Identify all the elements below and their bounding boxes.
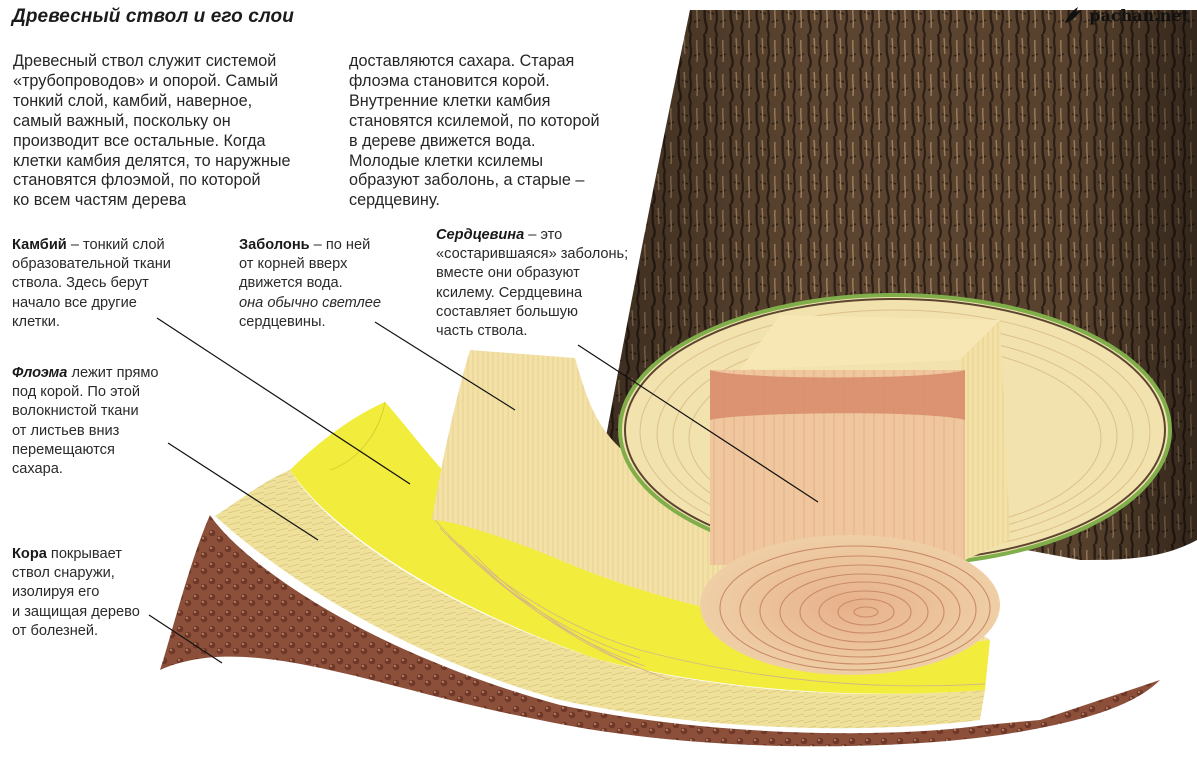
label-phloem-line: сахара. bbox=[12, 460, 159, 479]
label-phloem-line: перемещаются bbox=[12, 441, 159, 460]
label-bark-line: и защищая дерево bbox=[12, 603, 140, 622]
label-heartwood-text: вместе они образуют bbox=[436, 265, 580, 282]
label-bark-text: покрывает bbox=[46, 546, 122, 562]
label-heartwood-line: «состарившаяся» заболонь; bbox=[436, 245, 628, 264]
phloem-strip bbox=[215, 470, 985, 729]
heartwood-box-side bbox=[960, 320, 1010, 560]
label-sapwood-text: от корней вверх bbox=[239, 256, 348, 273]
label-sapwood-line: Заболонь – по ней bbox=[239, 236, 381, 255]
intro-col1-line: производит все остальные. Когда bbox=[13, 131, 266, 150]
label-cambium-line: начало все другие bbox=[12, 294, 171, 313]
label-bark-text: ствол снаружи, bbox=[12, 565, 115, 582]
label-sapwood-text: она обычно светлее bbox=[239, 294, 381, 311]
label-phloem-text: перемещаются bbox=[12, 441, 115, 458]
label-bark-line: Кора покрывает bbox=[12, 545, 140, 564]
intro-col2-line: Внутренние клетки камбия bbox=[349, 91, 551, 110]
intro-col2-line: образуют заболонь, а старые – bbox=[349, 171, 585, 190]
label-phloem-line: от листьев вниз bbox=[12, 422, 159, 441]
label-cambium-text: – тонкий слой bbox=[66, 237, 165, 253]
label-cambium-line: клетки. bbox=[12, 313, 171, 332]
intro-col1-line: становятся флоэмой, по которой bbox=[13, 171, 261, 190]
label-bark-text: от болезней. bbox=[12, 622, 99, 639]
label-phloem-text: волокнистой ткани bbox=[12, 403, 139, 420]
label-sapwood-line: сердцевины. bbox=[239, 313, 381, 332]
leader-bark bbox=[148, 614, 223, 664]
pacman-bird-icon bbox=[1065, 7, 1083, 23]
label-bark-line: изолируя его bbox=[12, 583, 140, 602]
label-heartwood: Сердцевина – это«состарившаяся» заболонь… bbox=[436, 226, 628, 341]
label-heartwood-line: Сердцевина – это bbox=[436, 226, 628, 245]
label-heartwood-text: составляет большую bbox=[436, 303, 578, 320]
label-bark-line: от болезней. bbox=[12, 622, 140, 641]
label-cambium-line: образовательной ткани bbox=[12, 255, 171, 274]
label-phloem-text: лежит прямо bbox=[67, 365, 159, 381]
intro-col2-line: Молодые клетки ксилемы bbox=[349, 151, 543, 170]
label-heartwood-line: ксилему. Сердцевина bbox=[436, 284, 628, 303]
heartwood-end-grain bbox=[700, 535, 1000, 675]
intro-col2-line: флоэма становится корой. bbox=[349, 71, 550, 90]
label-phloem-line: Флоэма лежит прямо bbox=[12, 364, 159, 383]
label-sapwood-text: сердцевины. bbox=[239, 313, 326, 330]
watermark: pachan.net bbox=[1062, 3, 1189, 27]
sapwood-end-grain bbox=[434, 519, 986, 687]
label-cambium-text: клетки. bbox=[12, 313, 60, 330]
label-heartwood-text: – это bbox=[524, 227, 563, 243]
intro-col1-line: ко всем частям дерева bbox=[13, 191, 187, 210]
label-heartwood-text: ксилему. Сердцевина bbox=[436, 284, 583, 301]
leader-lines bbox=[148, 317, 819, 664]
watermark-text: pachan.net bbox=[1089, 5, 1189, 25]
leader-sapwood bbox=[374, 321, 516, 411]
intro-col1-line: Древесный ствол служит системой bbox=[13, 52, 277, 70]
intro-col2-line: становятся ксилемой, по которой bbox=[349, 111, 600, 130]
intro-col1-line: клетки камбия делятся, то наружные bbox=[13, 151, 291, 170]
label-phloem-text: от листьев вниз bbox=[12, 422, 120, 439]
label-bark-term: Кора bbox=[12, 546, 47, 562]
bark-strip bbox=[160, 515, 1160, 747]
label-cambium-line: ствола. Здесь берут bbox=[12, 274, 171, 293]
leader-phloem bbox=[167, 442, 319, 541]
intro-col1-line: самый важный, поскольку он bbox=[13, 111, 231, 130]
label-phloem-term: Флоэма bbox=[12, 365, 68, 381]
intro-col1-line: тонкий слой, камбий, наверное, bbox=[13, 91, 253, 110]
label-phloem-text: сахара. bbox=[12, 461, 63, 478]
intro-col1-line: «трубопроводов» и опорой. Самый bbox=[13, 71, 279, 90]
label-cambium-text: начало все другие bbox=[12, 294, 137, 311]
intro-col2-line: сердцевину. bbox=[349, 191, 440, 210]
intro-col2-line: доставляются сахара. Старая bbox=[349, 52, 575, 70]
label-sapwood-text: движется вода. bbox=[239, 275, 343, 292]
page-title: Древесный ствол и его слои bbox=[12, 6, 294, 27]
intro-col2-line: в дереве движется вода. bbox=[349, 131, 536, 150]
label-sapwood-line: от корней вверх bbox=[239, 255, 381, 274]
label-cambium-term: Камбий bbox=[12, 237, 67, 253]
label-sapwood-text: – по ней bbox=[309, 237, 371, 253]
label-heartwood-text: «состарившаяся» заболонь; bbox=[436, 246, 629, 263]
label-phloem-line: под корой. По этой bbox=[12, 383, 159, 402]
label-bark-text: изолируя его bbox=[12, 584, 100, 601]
leader-cambium bbox=[156, 317, 411, 485]
label-sapwood-term: Заболонь bbox=[239, 237, 310, 253]
label-phloem-line: волокнистой ткани bbox=[12, 402, 159, 421]
label-heartwood-line: вместе они образуют bbox=[436, 264, 628, 283]
label-bark-line: ствол снаружи, bbox=[12, 564, 140, 583]
label-sapwood-line: она обычно светлее bbox=[239, 294, 381, 313]
label-heartwood-line: часть ствола. bbox=[436, 322, 628, 341]
intro-column-1: Древесный ствол служит системой«трубопро… bbox=[13, 52, 333, 211]
label-cambium-text: образовательной ткани bbox=[12, 256, 171, 273]
label-heartwood-term: Сердцевина bbox=[436, 227, 525, 243]
label-phloem-text: под корой. По этой bbox=[12, 384, 141, 401]
label-heartwood-text: часть ствола. bbox=[436, 323, 528, 340]
heartwood-box-top bbox=[740, 315, 1000, 370]
label-cambium-line: Камбий – тонкий слой bbox=[12, 236, 171, 255]
label-cambium-text: ствола. Здесь берут bbox=[12, 275, 149, 292]
label-heartwood-line: составляет большую bbox=[436, 303, 628, 322]
label-bark-text: и защищая дерево bbox=[12, 603, 140, 620]
label-sapwood-line: движется вода. bbox=[239, 274, 381, 293]
leader-heartwood bbox=[577, 344, 819, 503]
